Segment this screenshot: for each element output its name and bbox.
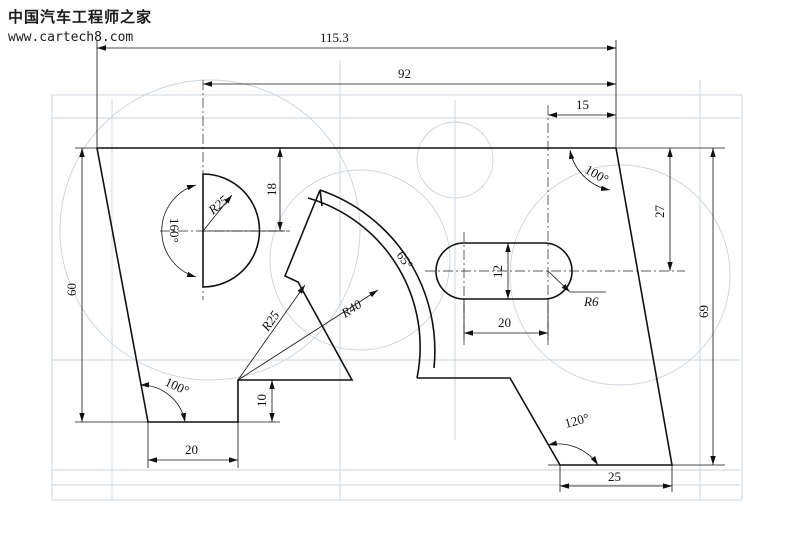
dim-r25-top: R25 bbox=[205, 192, 232, 218]
background-ghost-layer bbox=[51, 60, 743, 501]
dim-10: 10 bbox=[254, 394, 269, 407]
semicircle-feature bbox=[160, 80, 290, 300]
dim-r6: R6 bbox=[583, 294, 599, 309]
dim-115-3: 115.3 bbox=[320, 30, 349, 45]
dim-27: 27 bbox=[652, 205, 667, 219]
dim-angle-120: 120° bbox=[563, 410, 591, 431]
dim-69: 69 bbox=[696, 305, 711, 318]
dimension-lines bbox=[75, 40, 725, 492]
dimension-labels: 115.3 92 15 18 R25 160° 100° 27 65° 12 R… bbox=[64, 30, 711, 484]
arc-radii bbox=[237, 284, 379, 381]
watermark-url: www.cartech8.com bbox=[8, 30, 134, 45]
dim-92: 92 bbox=[398, 66, 411, 81]
dim-angle-160: 160° bbox=[167, 218, 182, 243]
dim-slot-20: 20 bbox=[498, 315, 511, 330]
dim-bottom-20: 20 bbox=[185, 442, 198, 457]
dim-bottom-25: 25 bbox=[608, 469, 621, 484]
dim-60: 60 bbox=[64, 283, 79, 296]
dim-15: 15 bbox=[576, 97, 589, 112]
dim-18: 18 bbox=[264, 183, 279, 196]
dim-slot-12: 12 bbox=[490, 265, 505, 278]
dim-angle-100-bottom: 100° bbox=[163, 374, 192, 398]
dim-r40: R40 bbox=[338, 296, 365, 321]
watermark-title: 中国汽车工程师之家 bbox=[8, 8, 153, 26]
dim-r25-mid: R25 bbox=[258, 308, 283, 335]
